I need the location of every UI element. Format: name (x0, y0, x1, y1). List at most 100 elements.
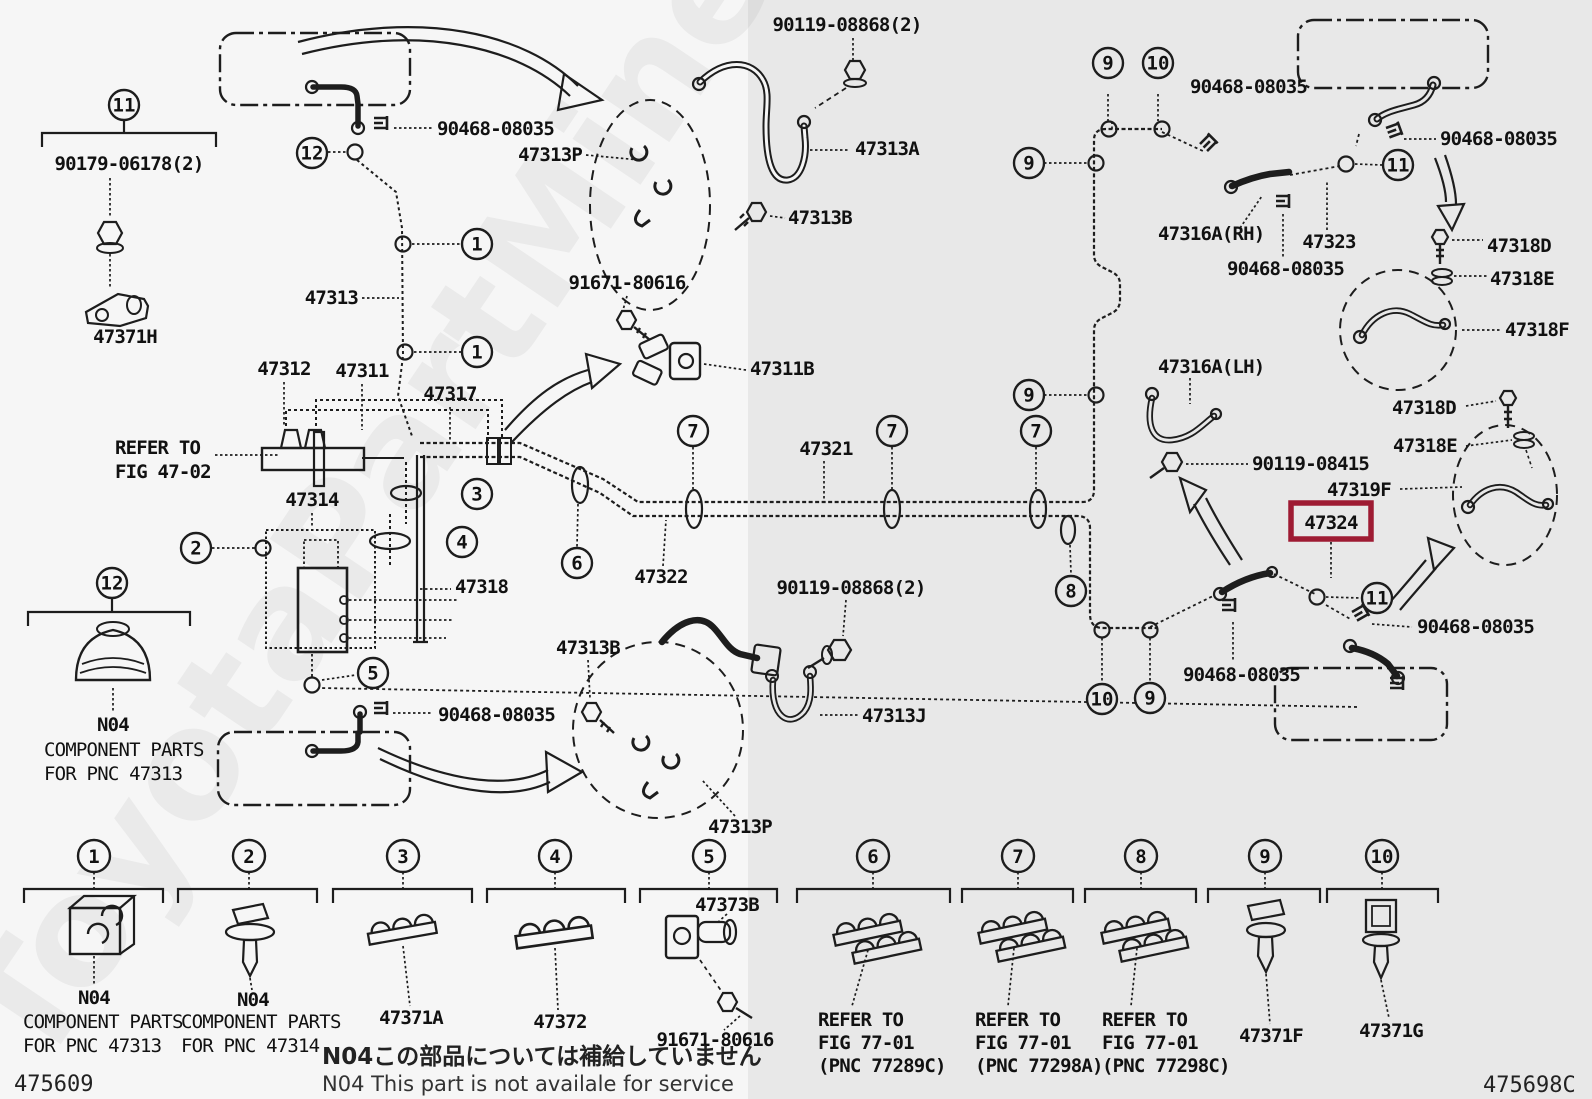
hoses (304, 61, 1555, 759)
part-label: 47371H (93, 326, 157, 348)
bracket-callout-12 (26, 599, 192, 626)
legend-label: 47373B (695, 894, 759, 916)
part-label: 47318F (1505, 319, 1569, 341)
legend-bracket (1206, 887, 1322, 903)
part-label: 47314 (285, 489, 339, 511)
callout-number: 8 (1065, 581, 1076, 603)
pipe-47311 (315, 399, 503, 438)
callout-number: 11 (1366, 588, 1389, 610)
legend-label: (PNC 77289C) (818, 1055, 946, 1077)
callout-number: 10 (1091, 689, 1114, 711)
pipe-47312 (285, 409, 489, 441)
part-label: COMPONENT PARTS (44, 739, 204, 761)
legend-label: N04 (78, 987, 110, 1009)
part-label: 47313J (862, 705, 926, 727)
callout-number: 12 (301, 143, 324, 165)
highlight-box (1288, 500, 1374, 542)
push-clip-icon (224, 902, 276, 979)
callout-circle (1133, 681, 1167, 715)
background-right (748, 0, 1592, 1099)
part-label: 90119-08868(2) (773, 14, 922, 36)
legend-label: FIG 77-01 (975, 1032, 1071, 1054)
legend-icons (67, 894, 1401, 1025)
callout-11: 11 (107, 88, 141, 122)
grommet-dome (74, 621, 152, 682)
part-label: 47311 (335, 360, 389, 382)
callout-10: 10 (1141, 46, 1175, 80)
callout-4: 4 (445, 525, 479, 559)
bracket-47371H (84, 292, 150, 328)
legend-label: REFER TO (818, 1009, 903, 1031)
callout-8: 8 (1054, 574, 1088, 608)
arrow-right-up-left (1193, 497, 1243, 566)
legend-label: 47371F (1239, 1025, 1303, 1047)
callout-circle (460, 227, 494, 261)
callout-number: 9 (1144, 688, 1155, 710)
legend-label: (PNC 77298A) (975, 1055, 1103, 1077)
legend-label: COMPONENT PARTS (23, 1011, 183, 1033)
legend-callout-number: 7 (1012, 846, 1023, 868)
hose-47313A (691, 61, 812, 184)
callout-7: 7 (875, 414, 909, 448)
hose-47318F (1352, 307, 1452, 345)
connector-47311B (632, 333, 702, 386)
highlight-47324: 47324 (1288, 500, 1374, 542)
connection-nodes (254, 120, 1355, 694)
callout-6: 6 (560, 546, 594, 580)
detail-clips (629, 144, 681, 800)
callout-circle (1360, 581, 1394, 615)
arrow-top-left-head (556, 72, 605, 112)
callout-circle (1091, 46, 1125, 80)
pipe-grommets (368, 465, 1077, 551)
body-outline-top-left (218, 31, 412, 107)
legend-callout-number: 10 (1371, 846, 1394, 868)
clamp-47317 (486, 437, 512, 465)
callout-circle (445, 525, 479, 559)
part-label: 90468-08035 (438, 704, 555, 726)
bolt-47318D-top (1430, 228, 1450, 264)
legend-callout-number: 5 (703, 846, 714, 868)
leader-lines (212, 38, 1513, 1031)
callout-number: 3 (471, 484, 482, 506)
pipe-47321 (420, 127, 1162, 504)
callout-number: 12 (101, 573, 124, 595)
callout-number: 4 (456, 532, 467, 554)
callout-circle (356, 656, 390, 690)
part-label: 47323 (1302, 231, 1356, 253)
callout-9: 9 (1012, 378, 1046, 412)
legend-label: 47371G (1359, 1020, 1423, 1042)
callout-circle (295, 136, 329, 170)
hose-47316A-LH (1144, 386, 1223, 444)
part-label: 47313B (556, 637, 620, 659)
callout-number: 9 (1023, 153, 1034, 175)
part-label: 47313A (855, 138, 920, 160)
legend-label: 47372 (533, 1011, 586, 1033)
legend-callout-number: 6 (867, 846, 878, 868)
part-label: N04 (97, 714, 129, 736)
callout-number: 11 (113, 95, 136, 117)
hose-47319F (1460, 483, 1555, 515)
brake-pipes (285, 127, 1360, 708)
part-label: 47319F (1327, 479, 1391, 501)
callout-11: 11 (1360, 581, 1394, 615)
part-label: 47317 (423, 383, 477, 405)
callout-circle (1019, 414, 1053, 448)
callout-10: 10 (1085, 682, 1119, 716)
callout-2: 2 (179, 531, 213, 565)
legend-bracket (485, 887, 627, 903)
part-label: 47313B (788, 207, 852, 229)
pipe-drops (389, 462, 407, 566)
callout-7: 7 (676, 414, 710, 448)
hose-47324 (1212, 565, 1279, 602)
callout-number: 1 (471, 342, 482, 364)
part-label: 47322 (634, 566, 687, 588)
callout-number: 9 (1023, 385, 1034, 407)
part-label: 47318D (1487, 235, 1551, 257)
part-label: 47321 (799, 438, 853, 460)
part-label: 47318 (455, 576, 509, 598)
arrow-top-left (297, 26, 579, 97)
master-cylinder (260, 428, 404, 488)
